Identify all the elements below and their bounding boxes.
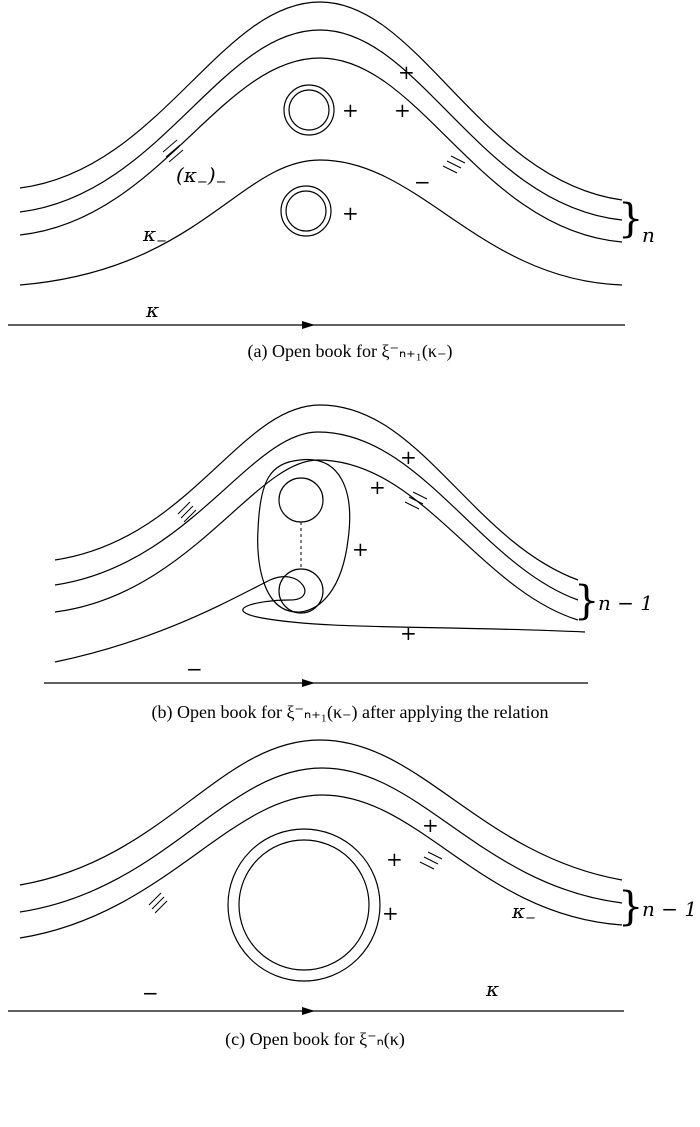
panel-c: + + + κ− − κ } n − 1 (c) Open book for ξ… — [8, 739, 697, 1050]
parallel-marks-b — [177, 491, 428, 523]
plus-label: + — [422, 813, 439, 837]
sub-minus: − — [197, 175, 208, 190]
brace-n: } — [618, 196, 643, 242]
axis-arrow-b — [302, 679, 315, 687]
parallel-marks-c — [148, 851, 443, 914]
n-minus-1-label: n − 1 — [598, 591, 653, 615]
kappa-label: κ — [485, 977, 499, 1001]
labels-c: + + + κ− − κ } n − 1 — [142, 813, 697, 1005]
n-minus-1-label: n − 1 — [642, 897, 697, 921]
parallel-marks-a — [162, 139, 466, 174]
panel-b: + + + + − } n − 1 (b) Open book for ξ⁻ₙ₊… — [44, 404, 653, 723]
hole-circles-a — [280, 84, 335, 237]
arc-strands-c — [19, 739, 623, 939]
paren-close: ) — [207, 163, 216, 187]
panel-a: + + + + − (κ−)− κ− } n κ (a) Open book f… — [8, 1, 655, 362]
sub-minus: − — [216, 175, 227, 190]
kappa-minus-label: κ− — [142, 222, 167, 249]
plus-label: + — [342, 98, 359, 122]
n-label: n — [642, 223, 655, 247]
labels-a: + + + + − (κ−)− κ− } n — [142, 60, 655, 249]
caption-b: (b) Open book for ξ⁻ₙ₊₁(κ₋) after applyi… — [152, 702, 549, 723]
labels-b: + + + + − } n − 1 — [186, 445, 653, 681]
arc-strands-b — [54, 404, 586, 663]
plus-label: + — [386, 847, 403, 871]
plus-label: + — [400, 621, 417, 645]
brace-n-1: } — [618, 884, 643, 930]
arc-strands-a — [19, 1, 623, 286]
plus-label: + — [400, 445, 417, 469]
axis-arrow-c — [302, 1007, 315, 1015]
brace-n-1: } — [574, 578, 599, 624]
plus-label: + — [394, 98, 411, 122]
kappa-label: κ — [145, 298, 159, 322]
relation-region-b — [257, 458, 351, 614]
svg-text:(κ−)−: (κ−)− — [176, 163, 227, 190]
kappa-minus-label: κ− — [511, 899, 536, 926]
plus-label: + — [352, 537, 369, 561]
plus-label: + — [342, 201, 359, 225]
kappa-minus-minus-label: (κ−)− — [176, 163, 227, 190]
minus-label: − — [142, 981, 159, 1005]
kappa-open: (κ — [176, 163, 197, 187]
plus-label: + — [369, 475, 386, 499]
axis-arrow-a — [302, 321, 315, 329]
hole-circles-c — [227, 828, 381, 982]
caption-a: (a) Open book for ξ⁻ₙ₊₁(κ₋) — [248, 341, 453, 362]
plus-label: + — [382, 901, 399, 925]
caption-c: (c) Open book for ξ⁻ₙ(κ) — [225, 1029, 405, 1050]
minus-label: − — [414, 170, 431, 194]
minus-label: − — [186, 657, 203, 681]
plus-label: + — [398, 60, 415, 84]
